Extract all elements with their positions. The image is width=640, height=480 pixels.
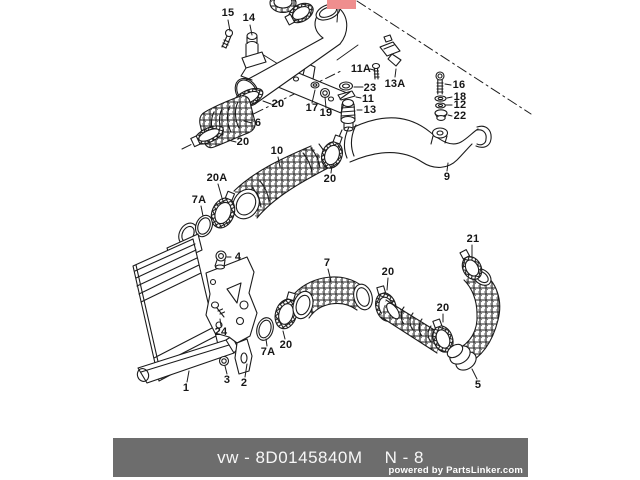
- part-callout-7a[interactable]: 7A: [191, 194, 207, 206]
- part-callout-7[interactable]: 7: [323, 257, 331, 269]
- part-callout-9[interactable]: 9: [443, 171, 451, 183]
- part-callout-7a[interactable]: 7A: [260, 346, 276, 358]
- clamp-21-drawing: [455, 247, 485, 283]
- ring-7a-lower-drawing: [254, 316, 276, 343]
- part-callout-14[interactable]: 14: [242, 12, 256, 24]
- part-callout-18[interactable]: 18: [453, 91, 467, 103]
- part-callout-20a[interactable]: 20A: [206, 172, 228, 184]
- part-callout-11[interactable]: 11: [361, 93, 375, 105]
- hose-7-drawing: [290, 277, 376, 321]
- part-callout-20[interactable]: 20: [271, 98, 285, 110]
- nut-19-drawing: [321, 89, 330, 98]
- intercooler-drawing: [133, 234, 238, 383]
- part-callout-20[interactable]: 20: [381, 266, 395, 278]
- clamp-hose7-left-drawing: [272, 290, 302, 331]
- part-callout-20[interactable]: 20: [323, 173, 337, 185]
- screw-24-drawing: [212, 302, 225, 317]
- part-callout-4[interactable]: 4: [234, 251, 242, 263]
- part-callout-12[interactable]: 12: [453, 99, 467, 111]
- part-callout-13[interactable]: 13: [363, 104, 377, 116]
- valve-13-drawing: [341, 100, 355, 132]
- part-callout-22[interactable]: 22: [453, 110, 467, 122]
- part-callout-2[interactable]: 2: [240, 377, 248, 389]
- partslinker-watermark: powered by PartsLinker.com: [388, 465, 523, 476]
- part-callout-24[interactable]: 24: [214, 326, 228, 338]
- part-callout-16[interactable]: 16: [452, 79, 466, 91]
- hose-10-drawing: [227, 133, 348, 224]
- hose-6-drawing: [190, 84, 266, 149]
- part-callout-20[interactable]: 20: [436, 302, 450, 314]
- highlight-marker[interactable]: [327, 0, 356, 9]
- pipe-9-drawing: [338, 118, 492, 168]
- part-callout-20[interactable]: 20: [236, 136, 250, 148]
- part-callout-10[interactable]: 10: [270, 145, 284, 157]
- part-callout-6[interactable]: 6: [254, 117, 262, 129]
- leader-lines: [187, 9, 477, 382]
- bolt-15-drawing: [222, 30, 233, 49]
- part-callout-5[interactable]: 5: [474, 379, 482, 391]
- bracket-2-drawing: [206, 257, 257, 374]
- seal-23-drawing: [340, 82, 353, 90]
- washer-17-drawing: [311, 82, 319, 88]
- bolt-4-drawing: [215, 251, 226, 269]
- footer-bar: vw - 8D0145840M N - 8 powered by PartsLin…: [113, 438, 528, 477]
- footer-page-ref: N - 8: [384, 447, 424, 467]
- part-callout-1[interactable]: 1: [182, 382, 190, 394]
- nut-3-drawing: [220, 357, 229, 366]
- part-callout-21[interactable]: 21: [466, 233, 480, 245]
- part-callout-13a[interactable]: 13A: [384, 78, 406, 90]
- bolt-11a-drawing: [373, 64, 380, 80]
- clip-11-drawing: [338, 91, 355, 100]
- part-callout-23[interactable]: 23: [363, 82, 377, 94]
- footer-text: vw - 8D0145840M N - 8: [217, 448, 424, 468]
- part-callout-17[interactable]: 17: [305, 102, 319, 114]
- part-callout-11a[interactable]: 11A: [350, 63, 372, 75]
- clamp-20a-drawing: [207, 188, 241, 231]
- footer-part-number: vw - 8D0145840M: [217, 447, 363, 467]
- top-hose-ring-drawing: [270, 0, 316, 28]
- part-callout-20[interactable]: 20: [279, 339, 293, 351]
- sensor-13a-drawing: [380, 35, 401, 66]
- part-callout-19[interactable]: 19: [319, 107, 333, 119]
- part-callout-15[interactable]: 15: [221, 7, 235, 19]
- bolt-16-stack-drawing: [435, 72, 447, 120]
- hose-5-drawing: [445, 265, 500, 374]
- clamp-hose5-drawing: [427, 317, 456, 355]
- ring-7a-upper-drawing: [192, 213, 215, 239]
- valve-14-drawing: [241, 33, 266, 81]
- part-callout-3[interactable]: 3: [223, 374, 231, 386]
